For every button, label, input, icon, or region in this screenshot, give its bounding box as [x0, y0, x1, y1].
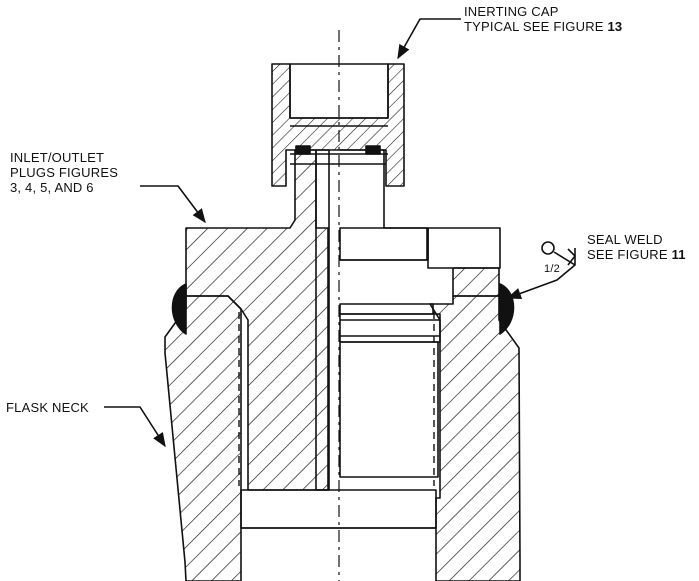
seal-weld-left [171, 283, 187, 335]
label-seal-weld: SEAL WELD SEE FIGURE 11 [587, 232, 686, 262]
plugs-line1: INLET/OUTLET [10, 150, 105, 165]
flask-neck-right-wall [429, 295, 521, 581]
inlet-outlet-plug [185, 149, 501, 529]
leader-flask-neck [104, 406, 166, 448]
label-plugs: INLET/OUTLET PLUGS FIGURES 3, 4, 5, AND … [10, 150, 118, 195]
flask-neck-left-wall [164, 295, 242, 581]
inerting-cap-line2: TYPICAL SEE FIGURE 13 [464, 19, 623, 34]
inerting-cap [271, 63, 405, 187]
leader-seal-weld [506, 248, 576, 299]
label-inerting-cap: INERTING CAP TYPICAL SEE FIGURE 13 [464, 4, 622, 34]
inerting-cap-line1: INERTING CAP [464, 4, 559, 19]
seal-weld-line2: SEE FIGURE 11 [587, 247, 686, 262]
leader-plugs [140, 185, 206, 224]
leader-inerting-cap [397, 18, 461, 60]
weld-all-around-symbol [541, 241, 555, 255]
label-flask-neck: FLASK NECK [6, 400, 89, 415]
seal-weld-figure: 11 [671, 247, 686, 262]
inerting-cap-figure: 13 [607, 19, 623, 34]
weld-size-label: 1/2 [544, 263, 560, 275]
seal-weld-right [499, 283, 515, 335]
seal-weld-line1: SEAL WELD [587, 232, 663, 247]
plugs-line2: PLUGS FIGURES [10, 165, 119, 180]
plugs-line3: 3, 4, 5, AND 6 [10, 180, 94, 195]
